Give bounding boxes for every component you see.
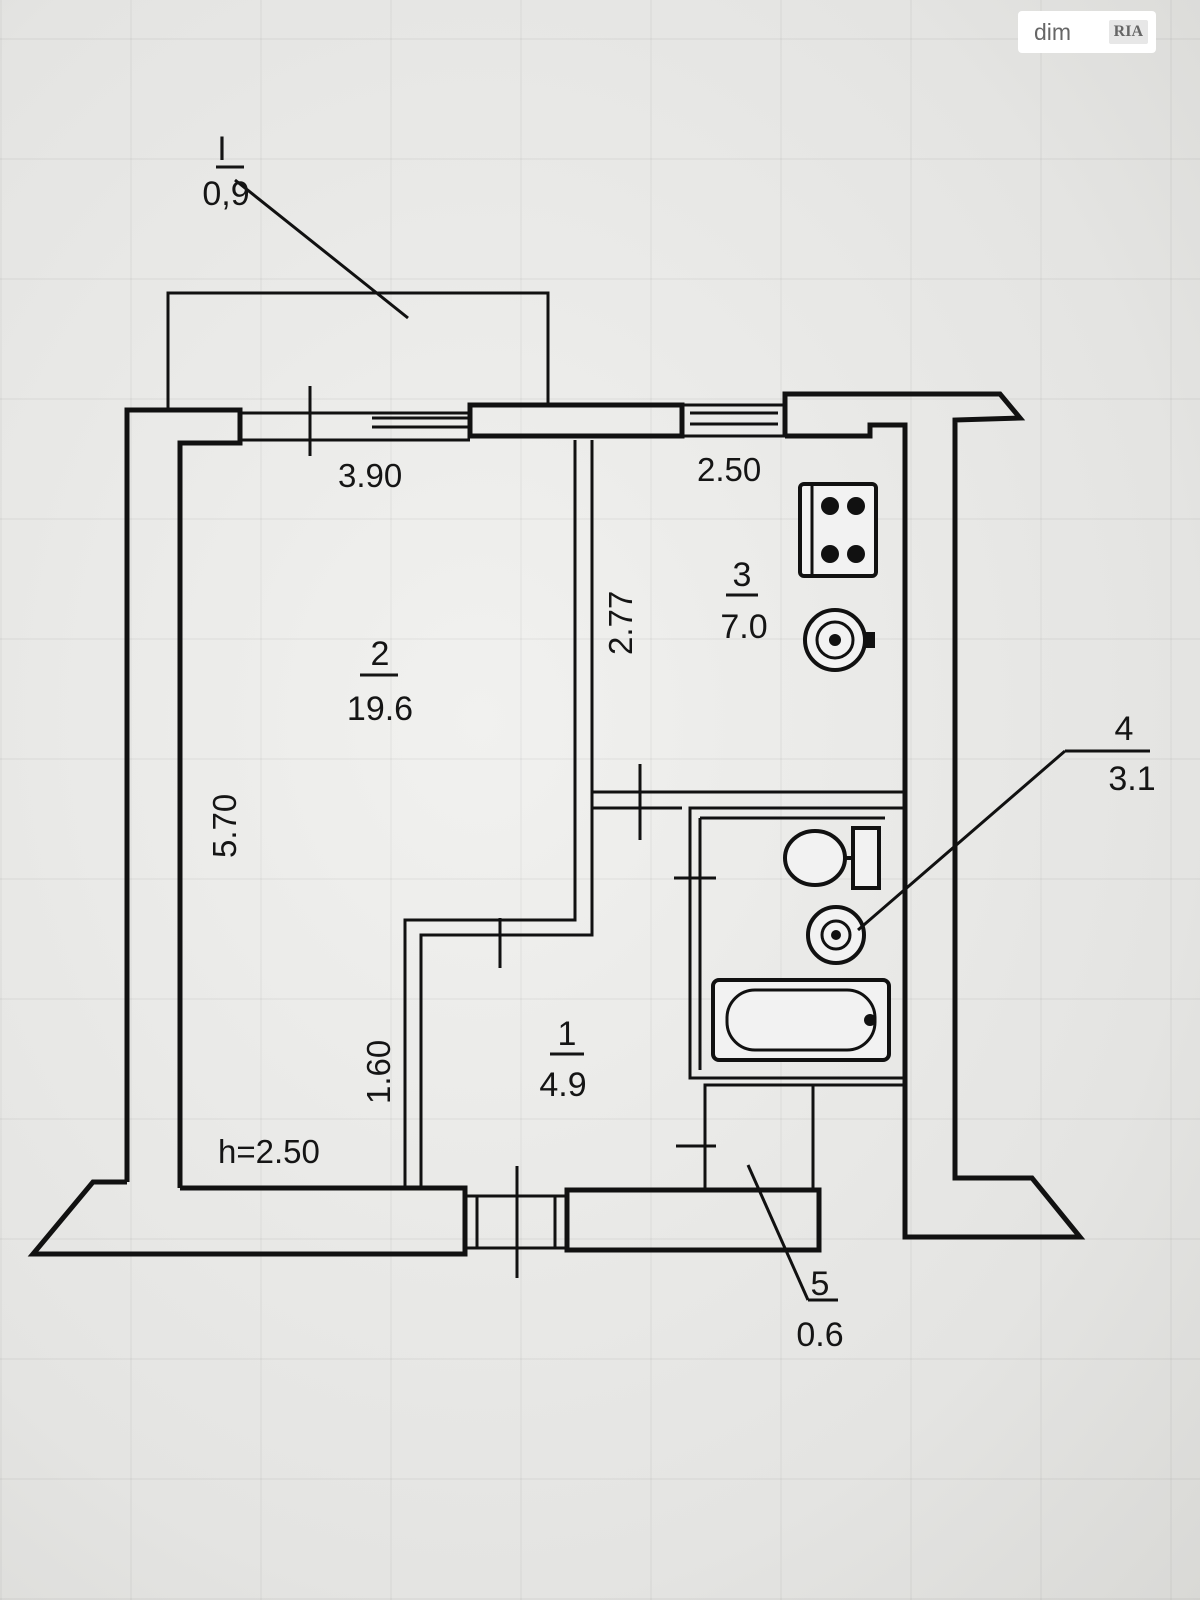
balcony [166, 178, 550, 408]
balcony-label: I 0,9 [202, 130, 249, 213]
dim-room2-width: 3.90 [338, 457, 402, 494]
dim-room3-depth: 2.77 [602, 591, 639, 655]
dim-corridor-length: 1.60 [360, 1040, 397, 1104]
room-label-2: 2 19.6 [347, 635, 413, 728]
room-number: 4 [1115, 710, 1134, 748]
door-ticks [308, 386, 716, 1278]
dim-room2-length: 5.70 [206, 794, 243, 858]
stove-icon [798, 482, 878, 578]
room-label-3: 3 7.0 [720, 556, 767, 646]
room-area: 0.6 [796, 1316, 843, 1354]
ceiling-height: h=2.50 [218, 1133, 320, 1170]
leader-lines [746, 749, 1150, 1302]
dimension-labels: 3.90 2.50 2.77 5.70 1.60 h=2.50 [206, 451, 761, 1170]
room-label-4: 4 3.1 [1108, 710, 1155, 798]
room-number: 5 [811, 1265, 830, 1303]
room-area: 19.6 [347, 690, 413, 728]
interior-walls [403, 440, 907, 1192]
room-label-1: 1 4.9 [539, 1015, 586, 1104]
dimria-watermark: dim RIA [1018, 11, 1156, 53]
dim-room3-width: 2.50 [697, 451, 761, 488]
kitchen-sink-icon [803, 608, 875, 672]
room-area: 7.0 [720, 608, 767, 646]
room-area: 3.1 [1108, 760, 1155, 798]
balcony-number: I [217, 130, 226, 168]
room-number: 3 [733, 556, 752, 594]
washbasin-icon [806, 905, 866, 965]
balcony-area: 0,9 [202, 175, 249, 213]
room-area: 4.9 [539, 1066, 586, 1104]
watermark-badge: RIA [1108, 20, 1148, 44]
room-number: 2 [371, 635, 390, 673]
bathtub-icon [711, 978, 891, 1062]
room-label-5: 5 0.6 [796, 1265, 843, 1354]
toilet-icon [783, 826, 881, 890]
room-number: 1 [558, 1015, 577, 1053]
watermark-brand: dim [1034, 18, 1072, 45]
outer-walls [27, 391, 1086, 1257]
